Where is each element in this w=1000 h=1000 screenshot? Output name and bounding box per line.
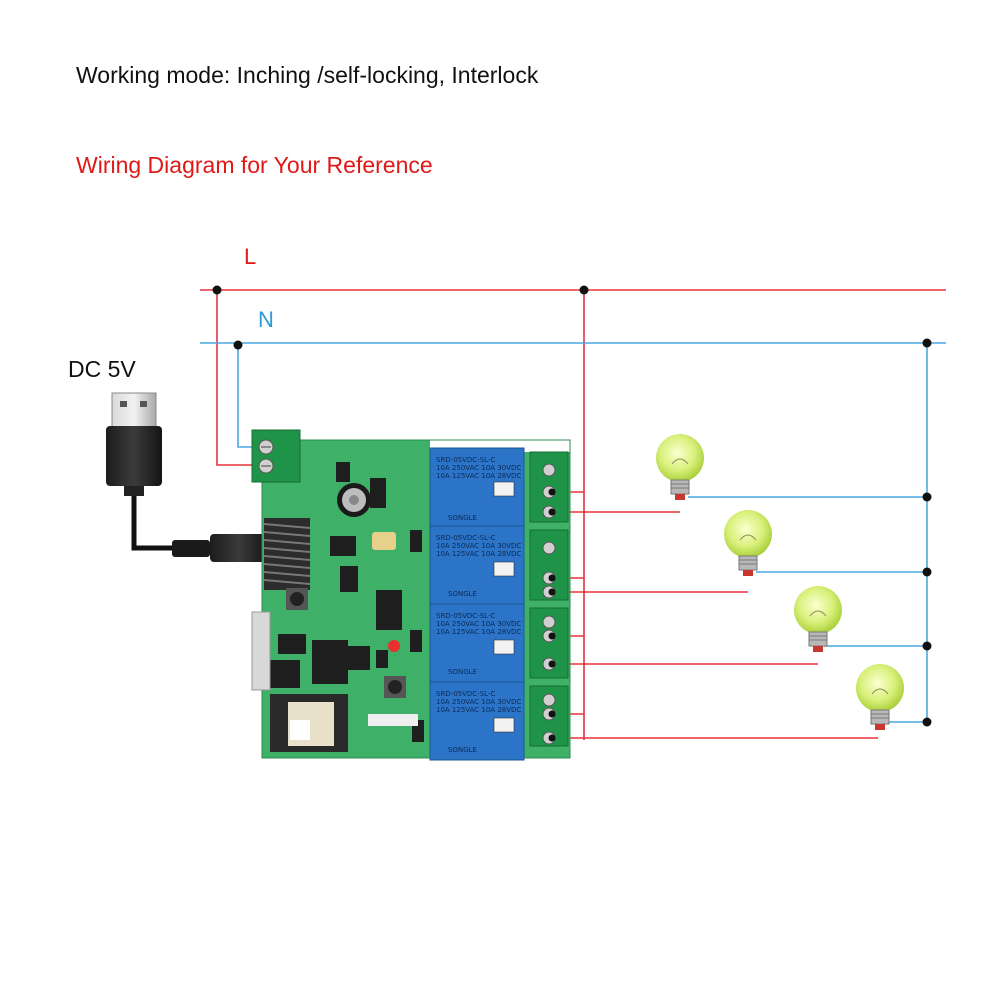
- relay-2-model: SRD-05VDC-SL-C: [436, 534, 495, 542]
- relay-1-model: SRD-05VDC-SL-C: [436, 456, 495, 464]
- output-terminals: [529, 451, 569, 747]
- antenna-coil: [263, 518, 311, 590]
- capacitor: [337, 483, 371, 517]
- live-wire: [200, 289, 946, 740]
- light-bulb-4-icon: [856, 664, 904, 730]
- relay-4: SRD-05VDC-SL-C 10A 250VAC 10A 30VDC 10A …: [429, 681, 525, 761]
- wiring-diagram-title: Wiring Diagram for Your Reference: [76, 152, 433, 178]
- usb-plug-icon: [106, 392, 274, 562]
- relay-3-model: SRD-05VDC-SL-C: [436, 612, 495, 620]
- svg-text:10A 250VAC 10A 30VDC: 10A 250VAC 10A 30VDC: [436, 620, 521, 628]
- relay-board: SRD-05VDC-SL-C 10A 250VAC 10A 30VDC 10A …: [251, 429, 571, 761]
- svg-text:10A 125VAC 10A 28VDC: 10A 125VAC 10A 28VDC: [436, 472, 521, 480]
- power-label: DC 5V: [68, 356, 136, 382]
- light-bulb-1-icon: [656, 434, 704, 500]
- side-connector: [251, 611, 271, 691]
- power-terminal-block: [251, 429, 301, 483]
- relay-3-brand: SONGLE: [448, 668, 477, 676]
- relay-1-brand: SONGLE: [448, 514, 477, 522]
- neutral-wire: [200, 342, 946, 723]
- live-wire-label: L: [244, 244, 257, 269]
- relay-1: SRD-05VDC-SL-C 10A 250VAC 10A 30VDC 10A …: [429, 447, 525, 527]
- board-components: [270, 462, 424, 742]
- svg-text:10A 250VAC 10A 30VDC: 10A 250VAC 10A 30VDC: [436, 464, 521, 472]
- relay-2: SRD-05VDC-SL-C 10A 250VAC 10A 30VDC 10A …: [429, 525, 525, 605]
- working-mode-text: Working mode: Inching /self-locking, Int…: [76, 62, 539, 88]
- relay-4-brand: SONGLE: [448, 746, 477, 754]
- wifi-module: [270, 694, 348, 752]
- svg-text:10A 125VAC 10A 28VDC: 10A 125VAC 10A 28VDC: [436, 550, 521, 558]
- relay-2-brand: SONGLE: [448, 590, 477, 598]
- indicator-led: [388, 640, 400, 652]
- relay-3: SRD-05VDC-SL-C 10A 250VAC 10A 30VDC 10A …: [429, 603, 525, 683]
- neutral-wire-label: N: [258, 307, 274, 332]
- terminal-dots: [548, 488, 556, 742]
- light-bulb-2-icon: [724, 510, 772, 576]
- svg-text:10A 250VAC 10A 30VDC: 10A 250VAC 10A 30VDC: [436, 698, 521, 706]
- light-bulb-3-icon: [794, 586, 842, 652]
- svg-text:10A 125VAC 10A 28VDC: 10A 125VAC 10A 28VDC: [436, 628, 521, 636]
- svg-text:10A 125VAC 10A 28VDC: 10A 125VAC 10A 28VDC: [436, 706, 521, 714]
- relay-4-model: SRD-05VDC-SL-C: [436, 690, 495, 698]
- svg-text:10A 250VAC 10A 30VDC: 10A 250VAC 10A 30VDC: [436, 542, 521, 550]
